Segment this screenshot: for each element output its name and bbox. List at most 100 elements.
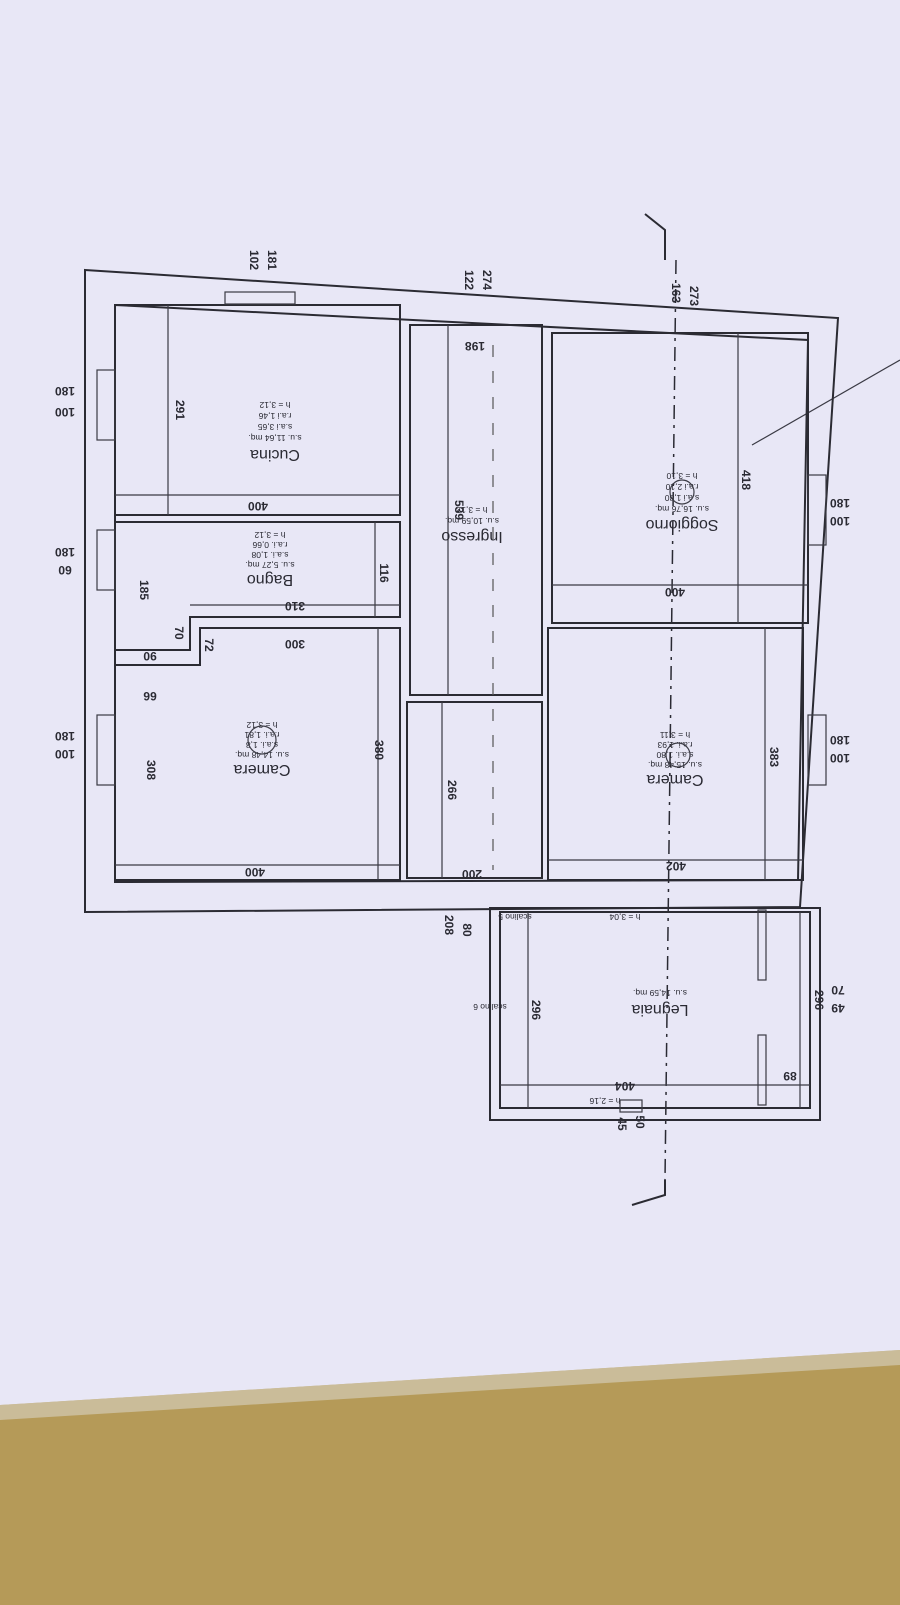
section-axis	[664, 259, 677, 1181]
room-sai-bagno: s.a.i. 1,08	[251, 550, 288, 560]
room-sai-camera-left: s.a.i. 1,8	[246, 740, 278, 750]
room-name-legnaia: Legnaia	[631, 1001, 688, 1018]
dim-cam1-b: 380	[372, 740, 386, 760]
paper-edge	[0, 1350, 900, 1420]
label-cucina: Cucina s.u. 11,64 mq. s.a.i 3,65 r.a.i 1…	[248, 400, 301, 463]
legnaia-inner	[499, 911, 811, 1109]
legnaia-pier-bottom	[757, 1034, 767, 1106]
room-rai-cucina: r.a.i 1,46	[258, 411, 291, 421]
step-6: scalino 6	[473, 1002, 507, 1012]
room-ingresso	[409, 324, 543, 696]
dim-win-g: 100	[55, 405, 75, 419]
dim-cam1-c: 66	[143, 689, 157, 703]
room-sai-cucina: s.a.i 3,65	[257, 422, 292, 432]
dim-sogg-d: 418	[739, 470, 753, 490]
dim-cam1-a: 300	[285, 637, 305, 651]
dim-bagno-b: 185	[137, 580, 151, 600]
dim-legn-right-c: 296	[812, 990, 826, 1010]
dim-cucina-w: 400	[248, 499, 268, 513]
dim-win-l: 180	[55, 545, 75, 559]
dim-cam2-d: 383	[767, 747, 781, 767]
room-camera-left	[114, 627, 401, 881]
dim-corr-l: 266	[445, 780, 459, 800]
circle-mark-right	[665, 742, 691, 768]
dim-legn-right-a: 70	[831, 983, 845, 997]
dim-win-j: 180	[830, 496, 850, 510]
room-bagno	[114, 521, 401, 651]
room-sai-soggiorno: s.a.i 1,80	[664, 493, 699, 503]
room-rai-bagno: r.a.i. 0,66	[252, 540, 287, 550]
dim-ingresso-w: 198	[465, 339, 485, 353]
legnaia-height: h = 2,16	[589, 1096, 620, 1106]
dim-ingresso-l: 539	[452, 500, 466, 520]
section-marker-top	[644, 213, 666, 260]
dim-win-f: 273	[687, 286, 701, 306]
leader-line	[751, 359, 900, 446]
label-soggiorno: Soggiorno s.u. 16,76 mq. s.a.i 1,80 r.a.…	[645, 471, 718, 533]
dim-win-k: 60	[58, 563, 72, 577]
legnaia-pier-top	[757, 909, 767, 981]
dim-corr-w: 200	[462, 867, 482, 881]
room-h-bagno: h = 3,12	[254, 530, 285, 540]
room-corridor	[406, 701, 543, 879]
dim-door-a: 208	[442, 915, 456, 935]
room-area-cucina: s.u. 11,64 mq.	[248, 433, 301, 443]
dim-win-b: 181	[265, 250, 279, 270]
label-camera-right: Camera s.u. 15,48 mq. s.a.i. 1,80 r.a.i.…	[646, 730, 703, 788]
room-h-camera-left: h = 3,12	[246, 720, 277, 730]
dim-legn-w: 404	[615, 1079, 635, 1093]
room-name-bagno: Bagno	[247, 571, 293, 588]
dim-legn-right-b: 49	[831, 1001, 845, 1015]
room-rai-camera-left: r.a.i. 1,81	[244, 730, 279, 740]
room-name-soggiorno: Soggiorno	[645, 516, 718, 533]
dim-win-c: 122	[462, 270, 476, 290]
room-area-bagno: s.u. 5,27 mq.	[245, 560, 294, 570]
room-area-camera-right: s.u. 15,48 mq.	[648, 760, 702, 770]
window-legnaia	[619, 1099, 643, 1113]
dim-cam1-w: 400	[245, 865, 265, 879]
window-bagno	[96, 529, 116, 591]
room-camera-right	[547, 627, 804, 881]
dim-legn-door-a: 50	[633, 1115, 647, 1129]
label-camera-left: Camera s.u. 14,48 mq. s.a.i. 1,8 r.a.i. …	[233, 720, 290, 778]
room-area-legnaia: s.u. 14,59 mq.	[633, 988, 687, 998]
circle-mark-left	[247, 725, 277, 755]
dimension-labels: 400 291 198 539 400 418 116 310 185 70 7…	[55, 250, 850, 1131]
dim-bagno-d: 116	[377, 563, 391, 583]
step-5: scalino 5	[498, 912, 532, 922]
room-name-camera-left: Camera	[233, 761, 290, 778]
dim-win-a: 102	[247, 250, 261, 270]
legnaia-outer	[489, 907, 821, 1121]
label-ingresso: Ingresso s.u. 10,59 mq. h = 3,12	[441, 505, 502, 545]
dim-bagno-c: 70	[172, 626, 186, 640]
window-cucina-left	[96, 369, 116, 441]
dim-legn-side: 89	[783, 1069, 797, 1083]
dim-door-b: 80	[460, 923, 474, 937]
room-area-ingresso: s.u. 10,59 mq.	[445, 516, 499, 526]
room-h-camera-right: h = 3,11	[660, 730, 691, 740]
circle-mark-sogg	[669, 479, 695, 505]
room-name-ingresso: Ingresso	[441, 528, 502, 545]
room-rai-soggiorno: r.a.i 2,10	[665, 482, 698, 492]
window-soggiorno	[807, 474, 827, 546]
dim-bagno-e: 90	[143, 649, 157, 663]
dim-legn-door-b: 45	[615, 1117, 629, 1131]
dim-cam2-w: 402	[666, 859, 686, 873]
dim-win-h: 180	[55, 384, 75, 398]
dim-bagno-d2: 72	[202, 638, 216, 652]
dim-win-e: 163	[669, 283, 683, 303]
dim-sogg-w: 400	[665, 585, 685, 599]
dim-cucina-d: 291	[173, 400, 187, 420]
room-rai-camera-right: r.a.i. 1,93	[657, 740, 692, 750]
mid-height: h = 3,04	[609, 912, 640, 922]
room-h-soggiorno: h = 3,10	[666, 471, 697, 481]
dim-legn-d: 296	[529, 1000, 543, 1020]
dim-win-p: 180	[830, 733, 850, 747]
room-h-cucina: h = 3,12	[259, 400, 290, 410]
window-camera-left	[96, 714, 116, 786]
room-sai-camera-right: s.a.i. 1,80	[656, 750, 693, 760]
room-name-cucina: Cucina	[250, 446, 300, 463]
section-marker-bottom	[631, 1180, 666, 1206]
